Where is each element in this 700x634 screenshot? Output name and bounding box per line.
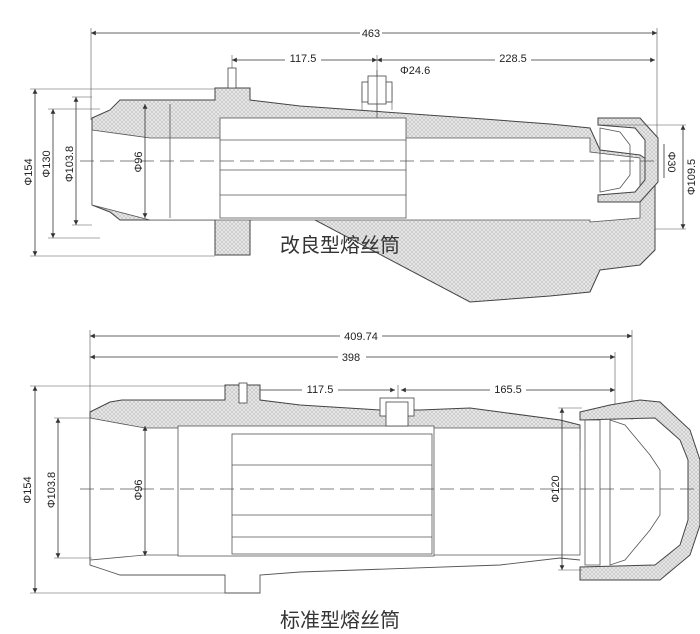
dim-d103: Φ103.8 <box>46 472 58 508</box>
improved-fuse-tube: 463 117.5 228.5 Φ24.6 Φ154 Φ130 <box>23 25 698 303</box>
dim-right-span: 228.5 <box>499 53 527 65</box>
dim-body: 398 <box>342 352 360 364</box>
dim-d30: Φ30 <box>665 151 677 172</box>
dim-d96: Φ96 <box>133 479 145 500</box>
dim-d130: Φ130 <box>41 150 53 177</box>
standard-fuse-tube: 409.74 398 117.5 165.5 Φ154 Φ103.8 <box>22 328 700 632</box>
dim-d154: Φ154 <box>22 476 34 503</box>
dim-left-span: 117.5 <box>307 384 334 396</box>
improved-title: 改良型熔丝筒 <box>280 234 400 257</box>
dim-d103: Φ103.8 <box>64 146 76 182</box>
dim-total: 409.74 <box>344 331 378 343</box>
dim-left-span: 117.5 <box>290 53 317 65</box>
dim-d120: Φ120 <box>550 475 562 502</box>
dim-total: 463 <box>362 28 380 40</box>
dim-right-span: 165.5 <box>494 384 522 396</box>
standard-title: 标准型熔丝筒 <box>280 609 400 632</box>
dim-hole: Φ24.6 <box>400 65 430 77</box>
dim-d96: Φ96 <box>133 151 145 172</box>
dim-d154: Φ154 <box>23 158 35 185</box>
dim-d109: Φ109.5 <box>686 159 698 195</box>
